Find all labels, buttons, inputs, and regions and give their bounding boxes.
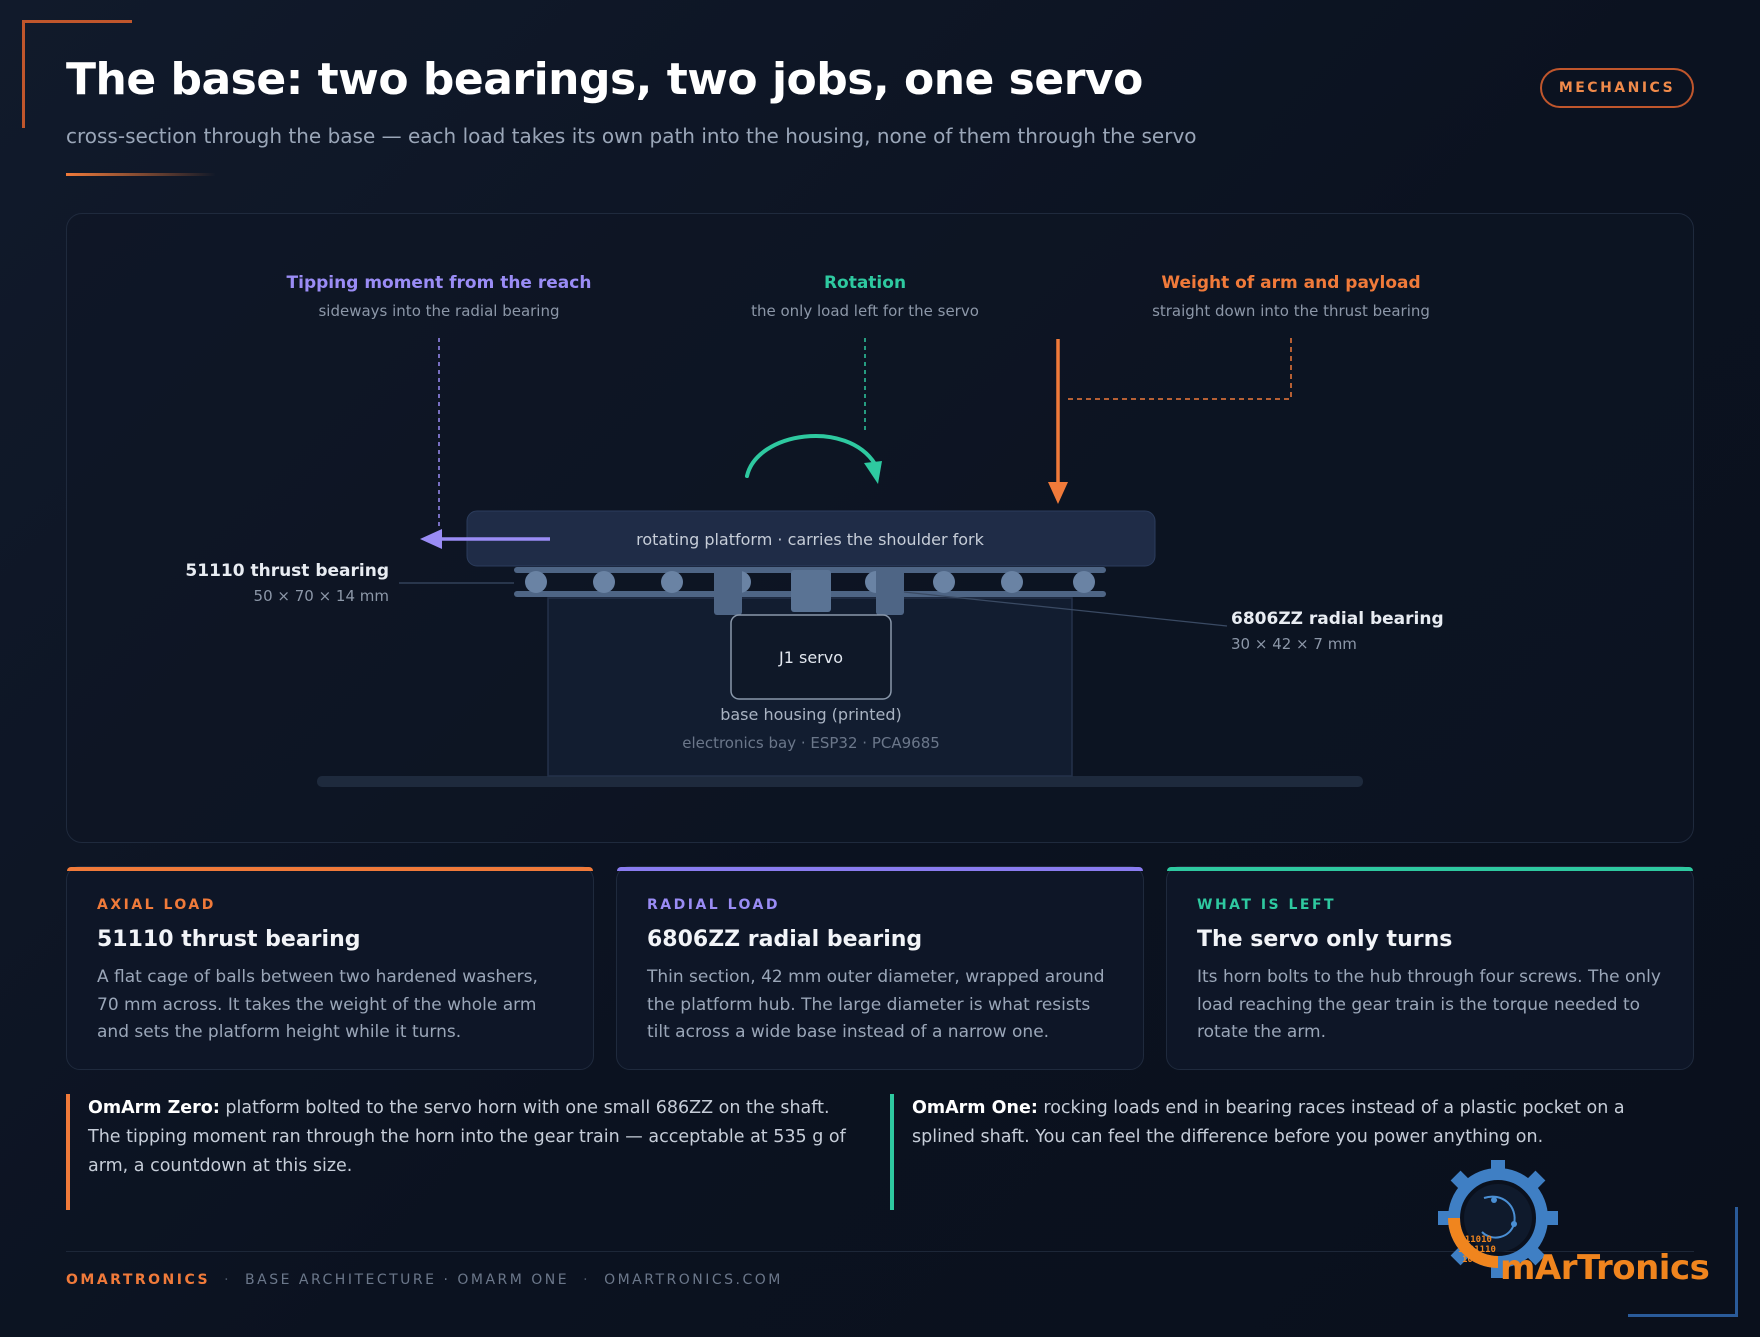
tipping-arrow-icon <box>420 529 442 549</box>
thrust-bearing-label: 51110 thrust bearing <box>185 561 389 581</box>
note-lead: OmArm Zero: <box>88 1098 220 1118</box>
footer: OMARTRONICS · BASE ARCHITECTURE · OMARM … <box>66 1272 783 1288</box>
radial-label-leader <box>903 591 1228 627</box>
card-kicker: RADIAL LOAD <box>647 897 780 913</box>
card-axial-load: AXIAL LOAD 51110 thrust bearing A flat c… <box>66 866 594 1070</box>
note-text: platform bolted to the servo horn with o… <box>88 1098 846 1176</box>
housing-sublabel: electronics bay · ESP32 · PCA9685 <box>682 734 940 752</box>
tipping-callout-sub: sideways into the radial bearing <box>318 302 559 320</box>
card-body: A flat cage of balls between two hardene… <box>97 967 538 1042</box>
card-radial-load: RADIAL LOAD 6806ZZ radial bearing Thin s… <box>616 866 1144 1070</box>
card-title: The servo only turns <box>1197 927 1453 952</box>
corner-accent-bottom-right <box>1735 1207 1738 1317</box>
weight-arrow-icon <box>1048 482 1068 504</box>
note-lead: OmArm One: <box>912 1098 1038 1118</box>
card-accent-bar <box>617 867 1143 871</box>
weight-leader-line <box>1065 338 1292 400</box>
note-omarm-zero: OmArm Zero: platform bolted to the servo… <box>66 1094 856 1210</box>
logo-code-line: 101010 <box>1462 1255 1495 1265</box>
rotation-arc <box>745 433 877 478</box>
radial-bearing-left <box>714 567 742 615</box>
corner-accent-top-left <box>22 20 25 128</box>
platform-label: rotating platform · carries the shoulder… <box>636 530 984 549</box>
logo-code-line: 1001110 <box>1458 1245 1496 1255</box>
radial-bearing-dims: 30 × 42 × 7 mm <box>1231 635 1357 653</box>
card-title: 51110 thrust bearing <box>97 927 361 952</box>
note-omarm-one: OmArm One: rocking loads end in bearing … <box>890 1094 1680 1210</box>
logo-code-line: 1011010 <box>1454 1235 1492 1245</box>
footer-separator: · <box>583 1272 591 1288</box>
servo-body <box>730 614 892 700</box>
card-body: Its horn bolts to the hub through four s… <box>1197 967 1661 1042</box>
note-accent-bar <box>890 1094 894 1210</box>
footer-section: BASE ARCHITECTURE · OMARM ONE <box>245 1272 570 1288</box>
gear-icon: 1011010 1001110 101010 <box>1438 1160 1558 1278</box>
card-kicker: AXIAL LOAD <box>97 897 216 913</box>
rotation-arrow-icon <box>864 461 882 484</box>
corner-accent-top-left-horizontal <box>22 20 132 23</box>
logo-wordmark: mArTronics <box>1500 1248 1710 1288</box>
servo-label: J1 servo <box>778 648 843 667</box>
rotation-callout-sub: the only load left for the servo <box>751 302 979 320</box>
card-what-is-left: WHAT IS LEFT The servo only turns Its ho… <box>1166 866 1694 1070</box>
card-title: 6806ZZ radial bearing <box>647 927 923 952</box>
title-underline <box>66 173 216 176</box>
card-kicker: WHAT IS LEFT <box>1197 897 1337 913</box>
omartronics-logo: 1011010 1001110 101010 mArTronics <box>1428 1160 1728 1300</box>
tipping-callout-title: Tipping moment from the reach <box>287 273 592 293</box>
footer-divider <box>66 1251 1694 1252</box>
footer-separator: · <box>224 1272 232 1288</box>
category-tag: MECHANICS <box>1540 68 1694 108</box>
housing-label: base housing (printed) <box>720 705 902 724</box>
footer-brand: OMARTRONICS <box>66 1272 211 1288</box>
base-plate <box>317 776 1363 787</box>
note-text: rocking loads end in bearing races inste… <box>912 1098 1625 1147</box>
footer-site: OMARTRONICS.COM <box>604 1272 783 1288</box>
weight-callout-title: Weight of arm and payload <box>1161 273 1420 293</box>
card-body: Thin section, 42 mm outer diameter, wrap… <box>647 967 1105 1042</box>
corner-accent-bottom-right-horizontal <box>1628 1314 1738 1317</box>
card-accent-bar <box>1167 867 1693 871</box>
cross-section-diagram: Tipping moment from the reach sideways i… <box>66 213 1694 843</box>
hub-center <box>791 570 831 612</box>
thrust-bearing-dims: 50 × 70 × 14 mm <box>254 587 389 605</box>
diagram-canvas: Tipping moment from the reach sideways i… <box>185 273 1444 787</box>
rotation-callout-title: Rotation <box>824 273 906 293</box>
note-accent-bar <box>66 1094 70 1210</box>
page-title: The base: two bearings, two jobs, one se… <box>66 54 1143 105</box>
radial-bearing-right <box>876 567 904 615</box>
weight-callout-sub: straight down into the thrust bearing <box>1152 302 1430 320</box>
card-accent-bar <box>67 867 593 871</box>
page-subtitle: cross-section through the base — each lo… <box>66 124 1197 148</box>
radial-bearing-label: 6806ZZ radial bearing <box>1231 609 1444 629</box>
